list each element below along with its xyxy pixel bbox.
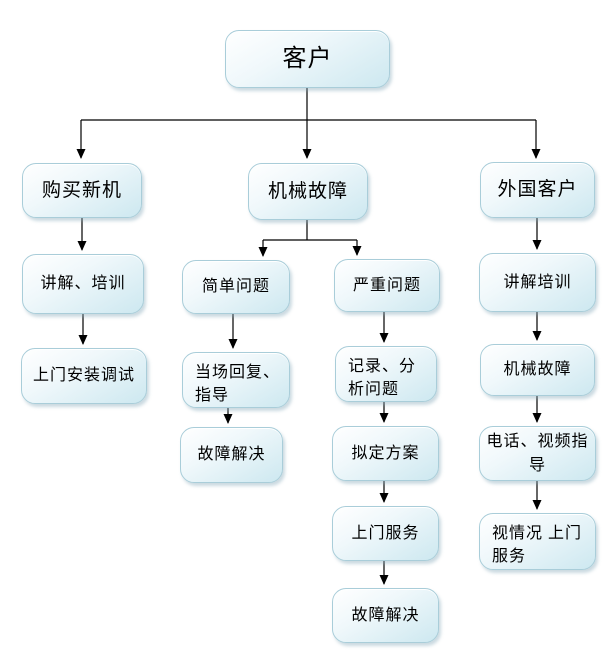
node-explain-training-2: 讲解培训	[479, 253, 596, 312]
node-mechanical-fault: 机械故障	[248, 163, 368, 220]
node-draft-plan: 拟定方案	[332, 426, 439, 481]
node-onsite-reply-guide: 当场回复、指导	[182, 352, 290, 408]
node-onsite-service: 上门服务	[332, 506, 439, 561]
node-simple-problem: 简单问题	[182, 260, 290, 314]
node-fault-solved-2: 故障解决	[332, 588, 439, 643]
node-buy-new-machine: 购买新机	[22, 163, 142, 218]
node-onsite-install-debug: 上门安装调试	[21, 348, 147, 404]
node-explain-training: 讲解、培训	[22, 254, 144, 314]
node-record-analyze: 记录、分析问题	[335, 346, 437, 402]
node-visit-onsite-service: 视情况 上门服务	[479, 513, 596, 570]
node-foreign-customer: 外国客户	[480, 162, 595, 218]
node-fault-solved-1: 故障解决	[180, 427, 283, 483]
node-serious-problem: 严重问题	[334, 259, 440, 312]
node-phone-video-guide: 电话、视频指导	[479, 426, 596, 481]
node-mechanical-fault-2: 机械故障	[480, 344, 595, 396]
node-customer: 客户	[225, 30, 390, 88]
